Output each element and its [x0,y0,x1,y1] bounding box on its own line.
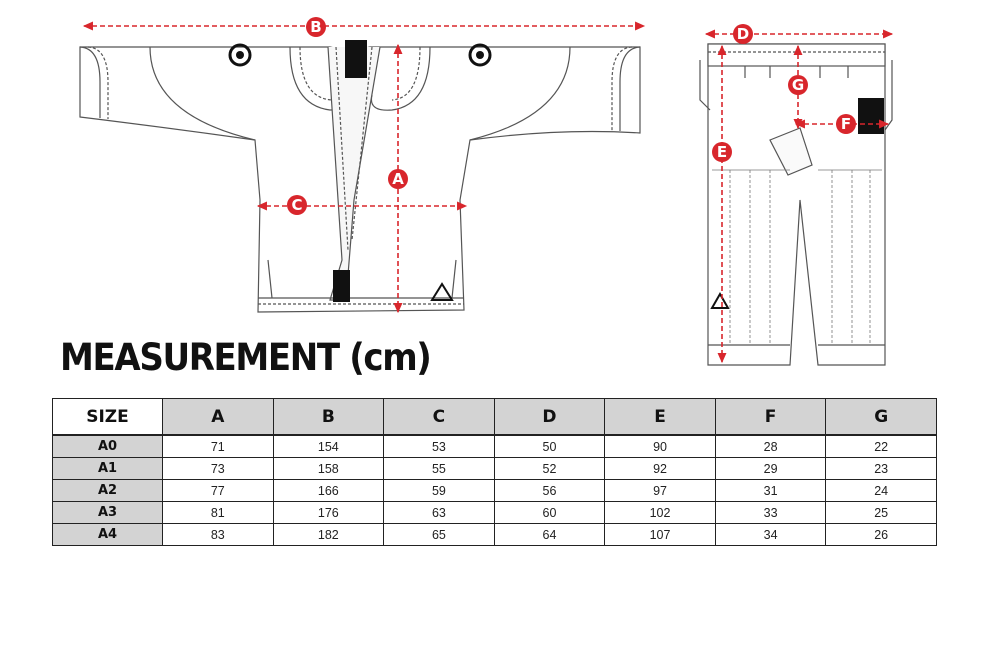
table-cell: 107 [604,523,716,546]
column-header-e: E [604,398,716,436]
table-cell: 102 [604,501,716,524]
table-cell: 81 [162,501,274,524]
table-row: A3 81 176 63 60 102 33 25 [52,501,937,524]
table-cell: 176 [272,501,385,524]
table-header-row: SIZE A B C D E F G [52,398,937,436]
table-cell: 77 [162,479,274,502]
table-cell: 26 [825,523,937,546]
jacket-drawing [79,46,641,313]
marker-g: G [788,75,808,95]
table-cell: 182 [272,523,385,546]
column-header-d: D [493,398,606,436]
table-cell: 53 [383,434,495,458]
marker-e-label: E [717,143,727,161]
marker-d-label: D [737,25,749,43]
table-cell: 97 [604,479,716,502]
marker-a: A [388,169,408,189]
row-size-label: A3 [52,501,163,524]
table-cell: 52 [493,457,606,480]
table-cell: 64 [493,523,606,546]
table-cell: 65 [383,523,495,546]
column-header-f: F [714,398,827,436]
table-cell: 73 [162,457,274,480]
table-cell: 71 [162,434,274,458]
column-header-c: C [383,398,495,436]
table-cell: 59 [383,479,495,502]
table-cell: 29 [714,457,827,480]
table-cell: 55 [383,457,495,480]
table-cell: 63 [383,501,495,524]
table-cell: 25 [825,501,937,524]
table-row: A0 71 154 53 50 90 28 22 [52,434,937,458]
table-cell: 33 [714,501,827,524]
table-row: A2 77 166 59 56 97 31 24 [52,479,937,502]
marker-f-label: F [841,115,851,133]
column-header-b: B [272,398,385,436]
garment-measurement-diagram: B A C D G F E [79,17,894,366]
marker-b: B [306,17,326,37]
table-cell: 158 [272,457,385,480]
size-chart-table: SIZE A B C D E F G A0 71 154 53 50 90 28… [52,398,937,546]
table-row: A4 83 182 65 64 107 34 26 [52,523,937,546]
table-cell: 24 [825,479,937,502]
table-cell: 83 [162,523,274,546]
row-size-label: A4 [52,523,163,546]
table-cell: 90 [604,434,716,458]
column-header-size: SIZE [52,398,163,436]
jacket-patches [228,40,492,302]
marker-c-label: C [291,196,302,214]
column-header-g: G [825,398,937,436]
table-cell: 28 [714,434,827,458]
table-cell: 56 [493,479,606,502]
page-title: MEASUREMENT (cm) [60,336,432,379]
table-cell: 50 [493,434,606,458]
row-size-label: A2 [52,479,163,502]
table-cell: 154 [272,434,385,458]
marker-b-label: B [310,18,321,36]
table-cell: 166 [272,479,385,502]
table-row: A1 73 158 55 52 92 29 23 [52,457,937,480]
table-cell: 34 [714,523,827,546]
marker-f: F [836,114,856,134]
table-cell: 60 [493,501,606,524]
marker-a-label: A [392,170,404,188]
table-cell: 31 [714,479,827,502]
row-size-label: A0 [52,434,163,458]
column-header-a: A [162,398,274,436]
marker-g-label: G [792,76,804,94]
marker-e: E [712,142,732,162]
row-size-label: A1 [52,457,163,480]
marker-c: C [287,195,307,215]
table-cell: 92 [604,457,716,480]
marker-d: D [733,24,753,44]
table-cell: 22 [825,434,937,458]
table-cell: 23 [825,457,937,480]
